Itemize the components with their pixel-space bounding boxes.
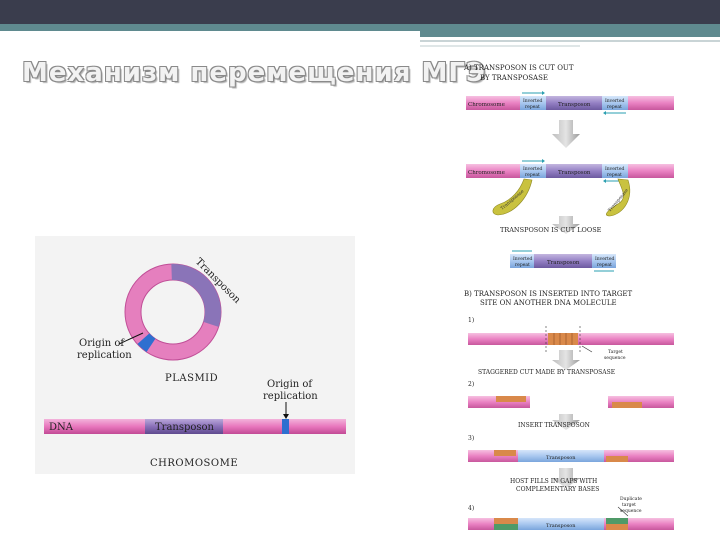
transposon-label: Transposon — [546, 523, 576, 529]
chromosome-label: Chromosome — [468, 170, 505, 176]
duplicate-right-top — [606, 518, 628, 524]
duplicate-left-top — [494, 518, 518, 524]
transposon-label: Transposon — [546, 455, 576, 461]
target-pointer — [581, 345, 593, 353]
dna-label: DNA — [49, 422, 74, 433]
transposon-label: Transposon — [558, 170, 591, 176]
transposon-segment — [536, 450, 586, 462]
transposon-segment — [546, 164, 602, 178]
down-arrow-3 — [552, 350, 580, 370]
inverted-repeat-left — [520, 96, 546, 110]
inverted-repeat-right — [602, 96, 628, 110]
down-arrow-2 — [552, 216, 580, 234]
duplicate-pointer — [617, 506, 629, 517]
plasmid-origin-pointer — [118, 332, 144, 345]
step-3-number: 3) — [468, 435, 474, 442]
inverted-repeat-left — [518, 450, 536, 462]
transposon-segment — [518, 518, 604, 530]
duplicate-left-bottom — [494, 524, 518, 530]
inverted-repeat-right — [586, 450, 604, 462]
staggered-cut-label: STAGGERED CUT MADE BY TRANSPOSASE — [478, 369, 615, 376]
cut-loose-label: TRANSPOSON IS CUT LOOSE — [500, 226, 602, 234]
overhang-left — [494, 450, 516, 456]
transposon-label: Transposon — [558, 102, 591, 108]
chromosome-origin-segment — [282, 419, 289, 434]
repeat-arrowhead-right — [603, 111, 606, 115]
chromosome-label: CHROMOSOME — [150, 458, 238, 469]
top-bar — [0, 0, 720, 24]
accent-band-right — [420, 31, 720, 37]
step-1-number: 1) — [468, 317, 474, 324]
down-arrow-5 — [552, 468, 580, 488]
repeat-arrowhead-left — [542, 91, 545, 95]
duplicate-right-bottom — [606, 524, 628, 530]
repeat-arrowhead-right — [603, 179, 606, 183]
chromosome-transposon-segment — [145, 419, 223, 434]
inverted-repeat-left — [510, 254, 534, 268]
plasmid-transposon-arc — [171, 264, 221, 327]
repeat-arrowhead-left — [542, 159, 545, 163]
overhang-right — [612, 402, 642, 408]
insert-transposon-label: INSERT TRANSPOSON — [518, 422, 590, 429]
step-a-title: A) TRANSPOSON IS CUT OUT BY TRANSPOSASE — [463, 64, 576, 82]
plasmid-origin-arc — [137, 333, 156, 352]
slide-title: Механизм перемещения МГЭ — [22, 58, 486, 88]
chromosome-transposon-label: Transposon — [155, 422, 215, 433]
inverted-repeat-right — [602, 164, 628, 178]
transposase-left — [492, 178, 533, 216]
transposon-segment — [546, 96, 602, 110]
chromosome-origin-label: Origin of replication — [263, 379, 318, 402]
step-b-title: B) TRANSPOSON IS INSERTED INTO TARGET SI… — [464, 290, 634, 307]
down-arrow-4 — [552, 414, 580, 430]
plasmid-label: PLASMID — [165, 373, 218, 384]
transposition-mechanism-figure: A) TRANSPOSON IS CUT OUT BY TRANSPOSASE … — [463, 64, 674, 530]
accent-band — [0, 24, 720, 31]
inverted-repeat-left — [520, 164, 546, 178]
cut-dna-row — [468, 396, 674, 408]
accent-line — [420, 40, 720, 42]
accent-line-short — [420, 45, 580, 47]
plasmid-origin-label: Origin of replication — [77, 338, 132, 361]
transposon-label: Transposon — [547, 260, 580, 266]
plasmid-chromosome-figure: Transposon Origin of replication PLASMID… — [35, 236, 355, 474]
transposase-right — [606, 178, 630, 217]
transposon-segment — [534, 254, 592, 268]
plasmid-ring-inner-edge — [140, 279, 206, 345]
inserted-row: Transposon — [468, 450, 674, 462]
overhang-left — [496, 396, 526, 402]
chromosome-origin-arrowhead — [283, 414, 289, 419]
step-4-number: 4) — [468, 505, 474, 512]
overhang-right — [606, 456, 628, 462]
chromosome-label: Chromosome — [468, 102, 505, 108]
target-sequence — [548, 333, 578, 345]
down-arrow-1 — [552, 120, 580, 148]
inverted-repeat-right — [592, 254, 616, 268]
step-2-number: 2) — [468, 381, 474, 388]
